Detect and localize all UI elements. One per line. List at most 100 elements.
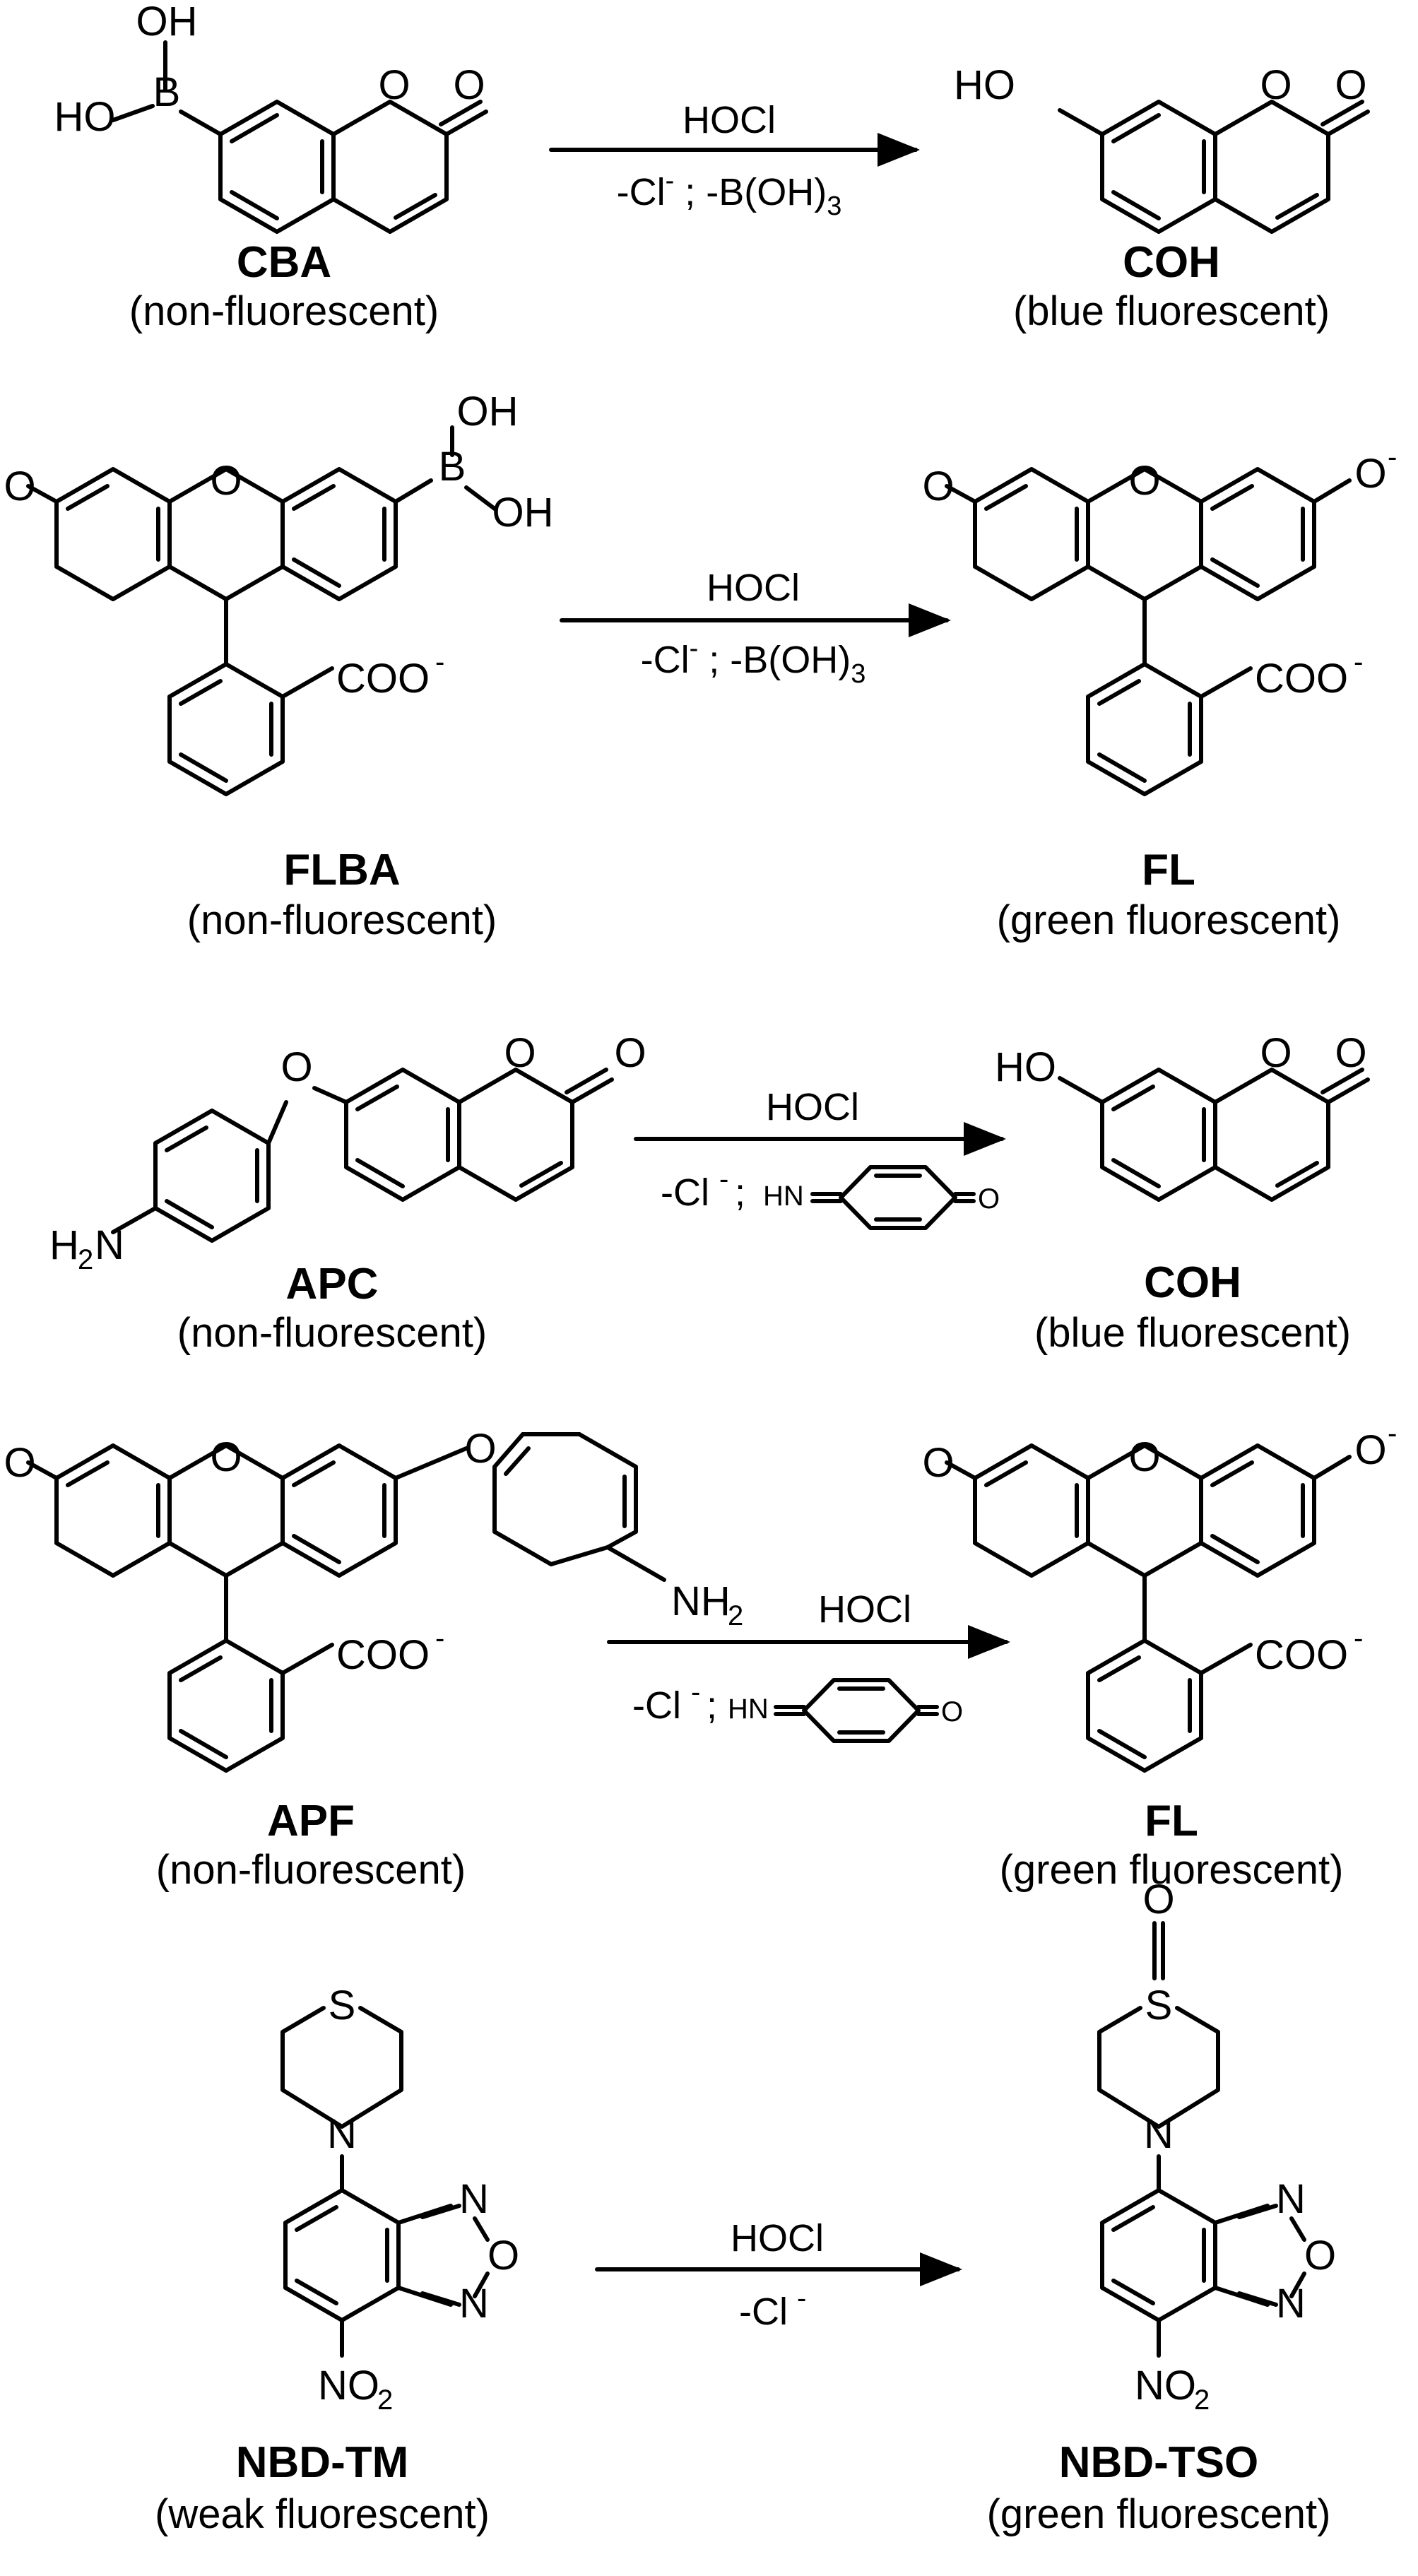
svg-text:HN: HN [763, 1181, 804, 1212]
nbd-tso-structure: O S N N N O NO 2 [1097, 1877, 1336, 2416]
svg-text:HO: HO [995, 1044, 1056, 1090]
svg-text:OH: OH [492, 490, 554, 536]
svg-text:O: O [1304, 2233, 1336, 2279]
byproducts-label: -Cl - ; HN O [632, 1677, 963, 1743]
reactant-fluorescence: (non-fluorescent) [177, 1310, 487, 1356]
apc-structure: O O O H 2 N [49, 1030, 646, 1275]
fl-structure: O O O - COO - [922, 1418, 1397, 1773]
reaction-row-1: O O B OH HO CBA (non-fluorescent) HOCl -… [54, 0, 1370, 334]
svg-text:O: O [4, 463, 35, 509]
product-fluorescence: (blue fluorescent) [1034, 1310, 1351, 1356]
svg-text:O: O [210, 1434, 242, 1480]
product-name: FL [1142, 846, 1195, 894]
coh-structure: O O HO [954, 62, 1370, 234]
svg-text:O: O [210, 458, 242, 504]
flba-structure: O O B OH OH COO - [4, 389, 554, 796]
svg-text:-: - [691, 1677, 700, 1708]
svg-text:HO: HO [954, 62, 1015, 108]
svg-text:N: N [327, 2111, 357, 2157]
svg-text:-Cl: -Cl [632, 1684, 681, 1727]
svg-text:O: O [1354, 1427, 1386, 1473]
byproducts-label: -Cl - ; HN O [661, 1164, 1000, 1230]
svg-text:O: O [1128, 458, 1160, 504]
svg-text:O: O [4, 1440, 35, 1486]
product-fluorescence: (green fluorescent) [1000, 1847, 1344, 1893]
reactant-name: NBD-TM [236, 2438, 409, 2487]
reaction-row-4: O O O NH 2 COO - APF (non-fluorescent) H… [4, 1418, 1397, 1893]
svg-text:O: O [1335, 62, 1366, 108]
svg-text:-: - [1388, 1418, 1397, 1449]
svg-text:-: - [435, 1623, 444, 1654]
svg-text:O: O [941, 1696, 963, 1727]
svg-text:HN: HN [728, 1694, 769, 1725]
svg-text:COO: COO [1255, 656, 1348, 702]
svg-text:COO: COO [336, 656, 430, 702]
byproducts-label: -Cl- ; -B(OH)3 [617, 166, 842, 221]
svg-text:N: N [95, 1222, 124, 1268]
product-name: FL [1145, 1797, 1198, 1845]
svg-text:N: N [1276, 2176, 1306, 2222]
product-fluorescence: (blue fluorescent) [1013, 288, 1330, 334]
svg-text:O: O [1260, 1030, 1292, 1076]
reagent-label: HOCl [818, 1588, 911, 1631]
svg-text:-: - [435, 646, 444, 678]
svg-text:OH: OH [136, 0, 198, 45]
svg-text:B: B [153, 69, 181, 115]
reaction-row-3: O O O H 2 N APC (non-fluorescent) HOCl -… [49, 1030, 1370, 1356]
reaction-row-5: S N N N O NO 2 NBD-TM (weak fluorescent)… [155, 1877, 1336, 2537]
product-name: COH [1123, 238, 1220, 287]
cba-structure: O O B OH HO [54, 0, 488, 234]
reactant-fluorescence: (non-fluorescent) [187, 897, 497, 943]
svg-text:HO: HO [54, 94, 116, 140]
reagent-label: HOCl [707, 567, 800, 609]
svg-text:-: - [719, 1164, 728, 1195]
svg-text:N: N [1144, 2111, 1174, 2157]
svg-text:O: O [464, 1426, 496, 1472]
svg-text:NH: NH [671, 1578, 731, 1624]
svg-text:O: O [1142, 1877, 1174, 1922]
svg-text:O: O [1335, 1030, 1366, 1076]
product-name: NBD-TSO [1059, 2438, 1258, 2487]
svg-text:N: N [459, 2281, 489, 2327]
svg-text:O: O [1128, 1434, 1160, 1480]
svg-text:-Cl: -Cl [661, 1171, 709, 1214]
svg-text:O: O [488, 2233, 519, 2279]
svg-text:S: S [1145, 1983, 1173, 2028]
svg-text:;: ; [707, 1684, 717, 1727]
svg-text:O: O [1354, 451, 1386, 497]
svg-text:2: 2 [1194, 2385, 1210, 2416]
svg-text:COO: COO [1255, 1632, 1348, 1678]
svg-text:NO: NO [318, 2363, 379, 2409]
byproducts-label: -Cl - [739, 2283, 806, 2333]
reagent-label: HOCl [766, 1086, 859, 1128]
svg-text:S: S [329, 1983, 356, 2028]
svg-text:O: O [922, 463, 954, 509]
svg-text:O: O [378, 62, 410, 108]
reactant-name: FLBA [283, 846, 400, 894]
svg-text:-: - [797, 2283, 806, 2314]
svg-text:O: O [280, 1044, 312, 1090]
nbd-tm-structure: S N N N O NO 2 [280, 1983, 519, 2416]
svg-text:NO: NO [1135, 2363, 1196, 2409]
svg-text:2: 2 [78, 1244, 93, 1275]
byproducts-label: -Cl- ; -B(OH)3 [641, 634, 866, 689]
svg-text:B: B [439, 444, 466, 490]
reaction-row-2: O O B OH OH COO - FLBA (non-fluorescent)… [4, 389, 1397, 943]
product-fluorescence: (green fluorescent) [997, 897, 1341, 943]
svg-text:O: O [453, 62, 485, 108]
svg-text:2: 2 [377, 2385, 393, 2416]
reagent-label: HOCl [731, 2217, 824, 2259]
svg-text:O: O [614, 1030, 646, 1076]
svg-text:-: - [1354, 1623, 1363, 1654]
svg-text:2: 2 [728, 1600, 743, 1631]
reactant-fluorescence: (weak fluorescent) [155, 2491, 490, 2537]
apf-structure: O O O NH 2 COO - [4, 1426, 743, 1773]
reactant-fluorescence: (non-fluorescent) [129, 288, 439, 334]
svg-text:O: O [978, 1183, 1000, 1215]
svg-text:-: - [1354, 646, 1363, 678]
svg-text:OH: OH [457, 389, 519, 435]
svg-text:N: N [1276, 2281, 1306, 2327]
product-fluorescence: (green fluorescent) [987, 2491, 1331, 2537]
svg-text:-: - [1388, 442, 1397, 473]
reactant-name: APF [267, 1797, 355, 1845]
